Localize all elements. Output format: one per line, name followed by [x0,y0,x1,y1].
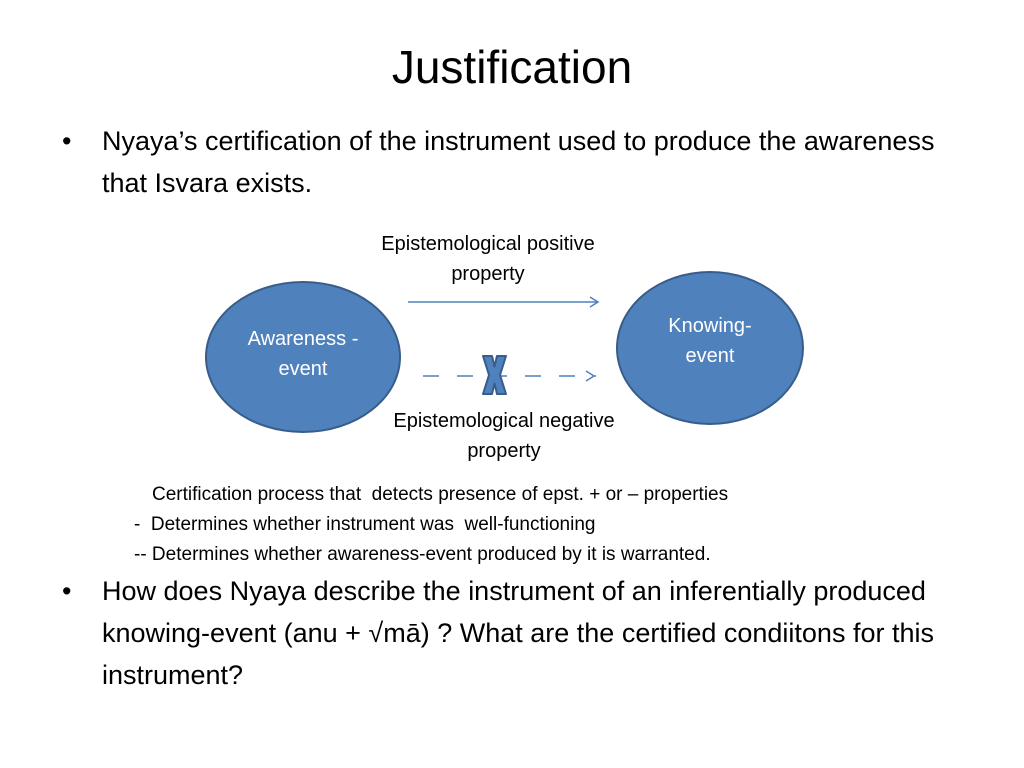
bullet-item-1: • Nyaya’s certification of the instrumen… [62,120,962,204]
bullet-dot-icon: • [62,576,72,606]
certification-line-2: - Determines whether instrument was well… [134,514,596,535]
knowing-event-label: Knowing- event [668,315,752,367]
bullet-text-1: Nyaya’s certification of the instrument … [102,126,935,198]
bullet-item-2: • How does Nyaya describe the instrument… [62,570,962,696]
negative-dashed-arrow [423,370,596,382]
negative-property-label: Epistemological negative property [393,410,615,462]
awareness-event-node: Awareness -event [205,281,401,433]
bullet-dot-icon: • [62,126,72,156]
positive-property-label: Epistemological positive property [381,233,595,285]
slide-title: Justification [391,41,633,93]
x-mark-icon [482,355,507,395]
positive-arrow [408,296,600,308]
bullet-text-2: How does Nyaya describe the instrument o… [102,576,934,690]
awareness-event-label: Awareness -event [247,328,359,380]
certification-line-3: -- Determines whether awareness-event pr… [134,544,711,565]
certification-line-1: Certification process that detects prese… [152,484,729,505]
knowing-event-node: Knowing- event [616,271,804,425]
